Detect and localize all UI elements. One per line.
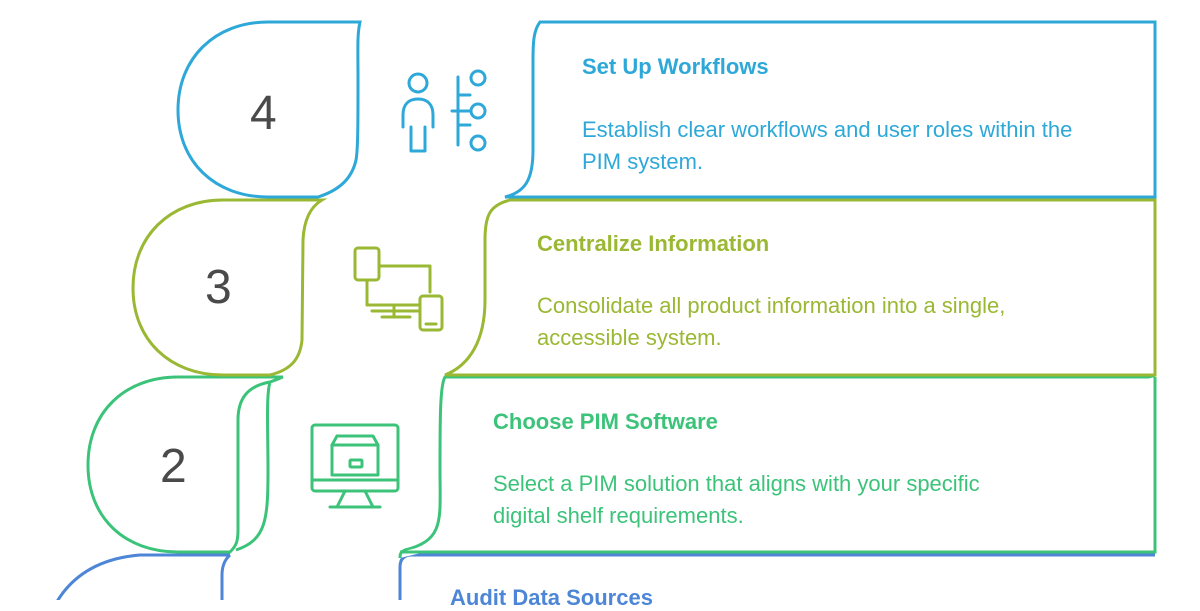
- monitor-package-icon: [310, 423, 400, 509]
- step-4-title: Set Up Workflows: [582, 54, 769, 79]
- step-3-title: Centralize Information: [537, 231, 770, 256]
- step-2-number: 2: [160, 440, 187, 493]
- step-3-number: 3: [205, 261, 232, 314]
- step-3-shape: [131, 198, 1157, 377]
- user-hierarchy-icon: [401, 69, 487, 153]
- step-3-description: Consolidate all product information into…: [537, 293, 1006, 350]
- step-4-number: 4: [250, 87, 277, 140]
- step-2-description: Select a PIM solution that aligns with y…: [493, 471, 980, 528]
- step-4-shape: [176, 20, 1157, 199]
- step-2-shape: [86, 375, 1157, 559]
- devices-sync-icon: [353, 246, 444, 332]
- step-1-title: Audit Data Sources: [450, 585, 653, 610]
- step-4-description: Establish clear workflows and user roles…: [582, 117, 1073, 174]
- step-2-title: Choose PIM Software: [493, 409, 718, 434]
